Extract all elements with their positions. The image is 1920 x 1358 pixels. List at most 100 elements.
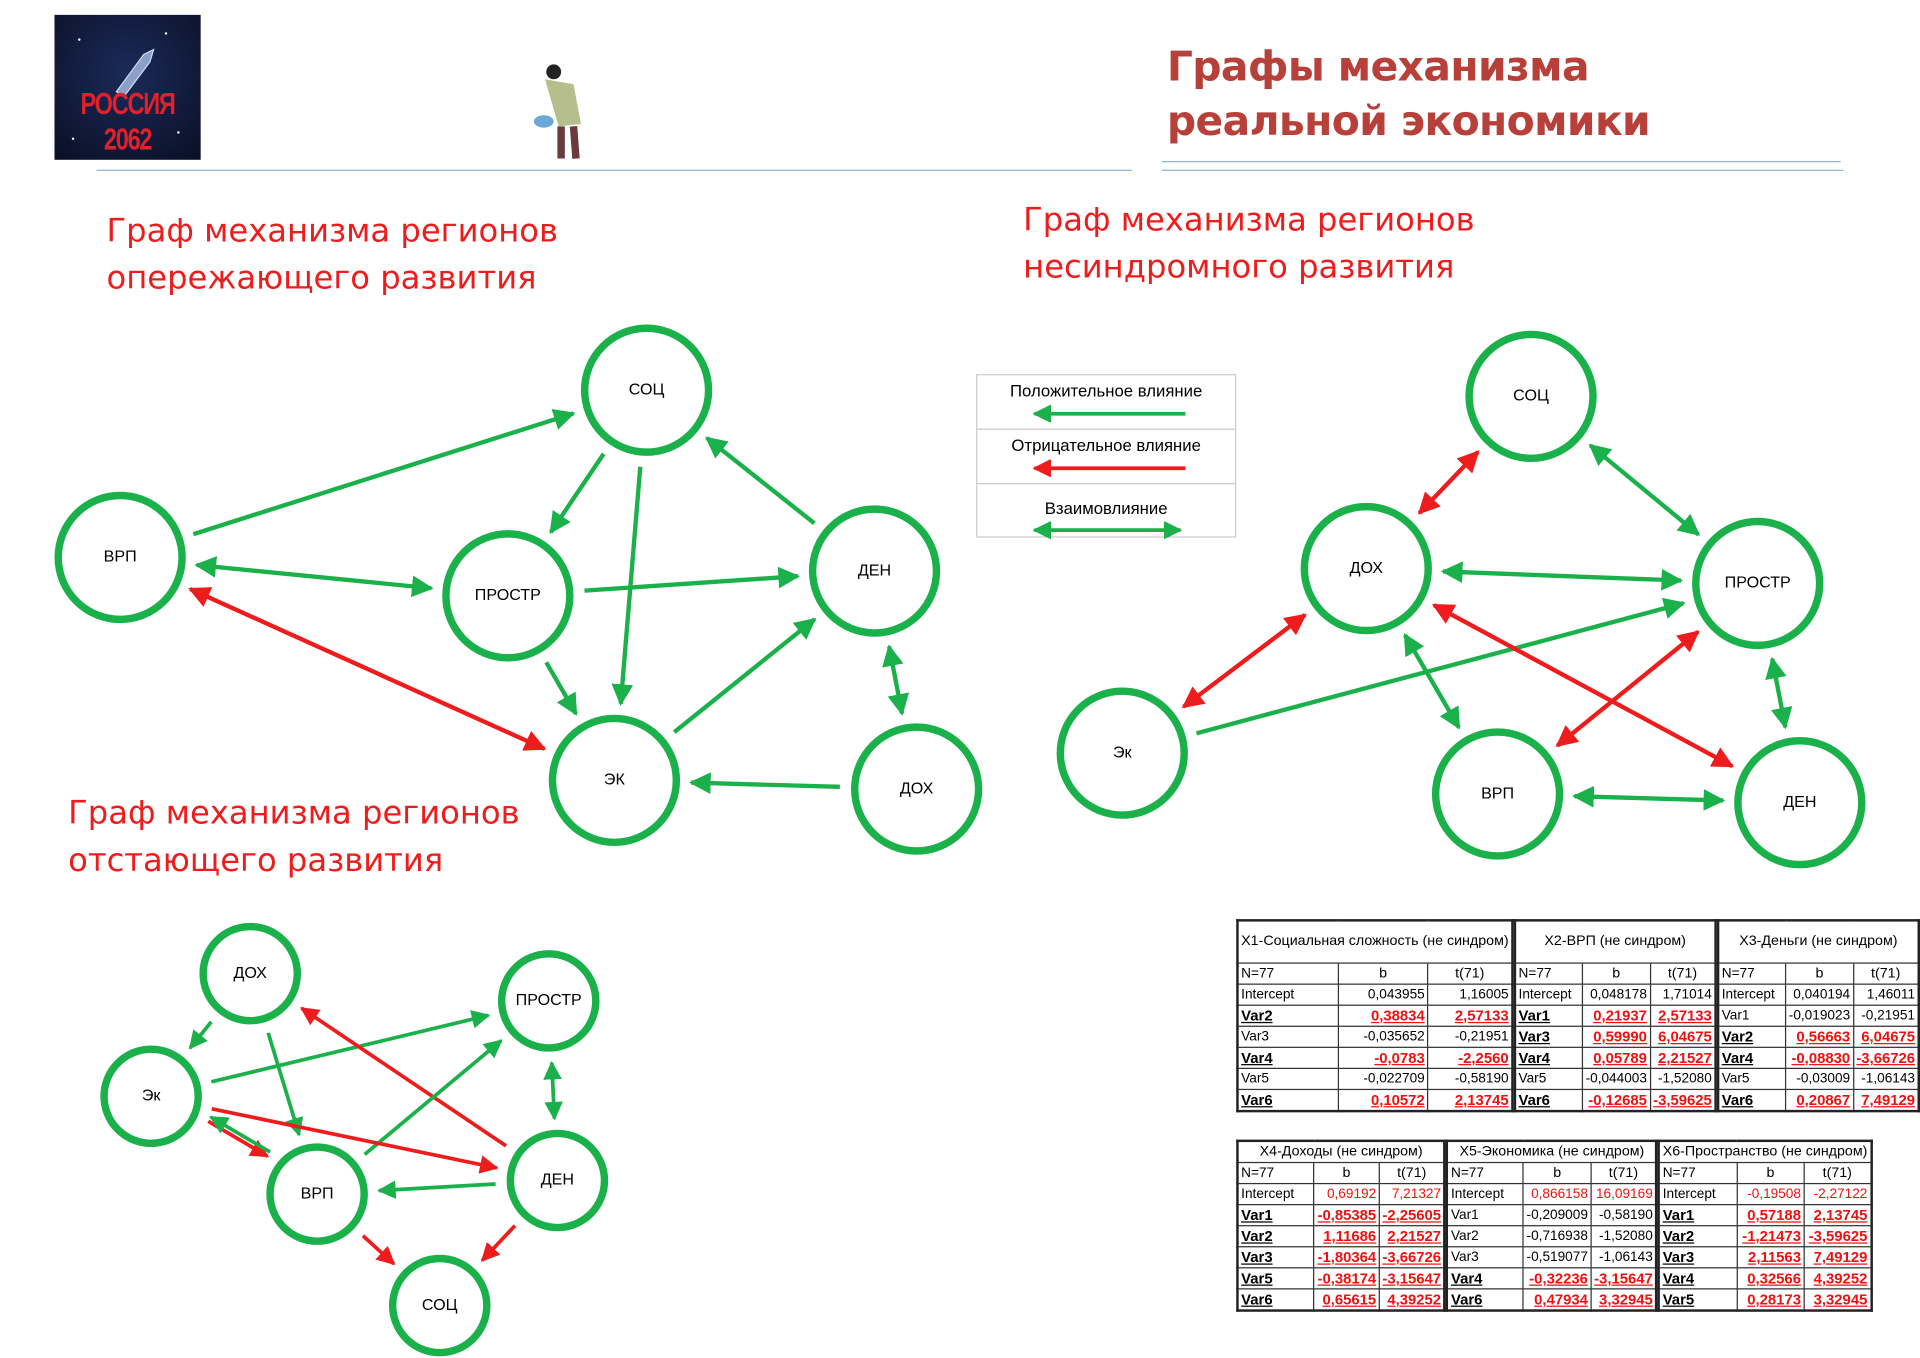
edge-ДОХ-Эк-positive <box>188 1020 213 1050</box>
rocket-icon <box>71 32 180 140</box>
divider <box>96 169 1133 171</box>
logo-russia-2062: РОССИЯ 2062 <box>54 14 201 160</box>
table-cell: -3,59625 <box>1649 1088 1717 1112</box>
graph-node-vrp: ВРП <box>54 491 186 624</box>
table-cell: N=77 <box>1236 962 1339 985</box>
arrow-left-green-icon <box>1032 405 1186 423</box>
node-label: ДЕН <box>1783 793 1816 811</box>
edge-ДЕН-ВРП-positive <box>377 1180 496 1199</box>
table-cell: -0,58190 <box>1427 1067 1513 1091</box>
edge-Эк-ПРОСТР-positive <box>210 1010 491 1084</box>
table-row: Var4-0,32236-3,15647 <box>1446 1267 1658 1290</box>
table-cell: 0,043955 <box>1337 983 1429 1006</box>
table-cell: Var5 <box>1658 1288 1738 1312</box>
table-cell: b <box>1736 1161 1805 1185</box>
table-cell: N=77 <box>1658 1161 1738 1185</box>
table-cell: Var3 <box>1514 1025 1584 1048</box>
graph-node-ek: Эк <box>100 1045 202 1148</box>
node-label: ДОХ <box>1350 559 1384 577</box>
table-cell: -0,08830 <box>1785 1046 1854 1069</box>
table-cell: 0,65615 <box>1313 1288 1380 1312</box>
table-cell: b <box>1522 1161 1592 1185</box>
node-circle <box>442 530 574 662</box>
table-cell: -2,2560 <box>1427 1046 1513 1069</box>
edge-ВРП-ПРОСТР-positive <box>363 1039 503 1156</box>
table-row: Var3-1,80364-3,66726 <box>1236 1246 1446 1269</box>
table-cell: Var4 <box>1717 1046 1787 1069</box>
table-cell: Intercept <box>1514 983 1584 1006</box>
node-label: СОЦ <box>1513 387 1549 405</box>
table-cell: Var3 <box>1236 1025 1339 1048</box>
graph-node-vrp: ВРП <box>266 1143 368 1245</box>
table-cell: Var2 <box>1236 1004 1339 1027</box>
edge-ДОХ-ЭК-positive <box>688 772 840 794</box>
table-row: Var3-0,519077-1,06143 <box>1446 1246 1658 1269</box>
table-cell: Var6 <box>1514 1088 1584 1112</box>
table-cell: t(71) <box>1852 962 1920 985</box>
node-label: Эк <box>1113 743 1133 761</box>
table-cell: -3,59625 <box>1803 1225 1872 1248</box>
legend-negative: Отрицательное влияние <box>977 430 1235 485</box>
table-cell: Var5 <box>1514 1067 1584 1091</box>
table-cell: 2,57133 <box>1649 1004 1717 1027</box>
edge-ЭК-ДЕН-positive <box>672 617 817 734</box>
graph-title-nonsyndrome: Граф механизма регионов несиндромного ра… <box>1023 201 1475 287</box>
table-cell: X4-Доходы (не синдром) <box>1236 1140 1446 1164</box>
edge-СОЦ-ЭК-positive <box>611 466 643 707</box>
table-header: X3-Деньги (не синдром) <box>1717 919 1920 964</box>
table-cell: N=77 <box>1717 962 1787 985</box>
node-circle <box>808 505 941 637</box>
graph-node-den: ДЕН <box>506 1129 609 1232</box>
logo-text: РОССИЯ 2062 <box>80 88 176 158</box>
table-cell: 2,13745 <box>1803 1204 1872 1227</box>
table-cell: t(71) <box>1427 962 1513 985</box>
table-cell: Var5 <box>1236 1067 1339 1091</box>
node-label: Эк <box>142 1086 162 1104</box>
graph-node-soc: СОЦ <box>388 1254 491 1357</box>
table-cell: -1,06143 <box>1590 1246 1658 1269</box>
edge-ВРП-Эк-positive <box>209 1115 271 1154</box>
edge-ДЕН-СОЦ-positive <box>705 436 816 526</box>
table-row: Var5-0,03009-1,06143 <box>1717 1067 1920 1091</box>
table-cell: Var1 <box>1236 1204 1315 1227</box>
table-cell: Var5 <box>1717 1067 1787 1091</box>
table-cell: 1,71014 <box>1649 983 1717 1006</box>
node-label: ВРП <box>1481 784 1514 802</box>
table-row: Var5-0,38174-3,15647 <box>1236 1267 1446 1290</box>
node-label: ЭК <box>604 771 626 789</box>
table-cell: -1,80364 <box>1313 1246 1380 1269</box>
graph-node-doh: ДОХ <box>1300 502 1432 635</box>
table-cell: 4,39252 <box>1378 1288 1446 1312</box>
table-cell: 2,57133 <box>1427 1004 1513 1027</box>
table-cell: X5-Экономика (не синдром) <box>1446 1140 1658 1164</box>
node-circle <box>199 922 302 1025</box>
table-cell: N=77 <box>1514 962 1584 985</box>
table-cell: -0,044003 <box>1581 1067 1651 1091</box>
table-cell: 0,048178 <box>1581 983 1651 1006</box>
table-header: X1-Социальная сложность (не синдром) <box>1236 919 1513 964</box>
table-cell: 2,21527 <box>1378 1225 1446 1248</box>
edge-ПРОСТР-ЭК-positive <box>544 661 578 716</box>
edge-ВРП-ЭК-negative <box>188 587 547 751</box>
table-cell: -1,52080 <box>1590 1225 1658 1248</box>
table-cell: Var4 <box>1658 1267 1738 1290</box>
node-label: ДЕН <box>858 561 891 579</box>
table-cell: 0,47934 <box>1522 1288 1592 1312</box>
edge-ВРП-ПРОСТР-positive <box>194 556 434 598</box>
arrow-both-green-icon <box>1032 521 1183 539</box>
table-cell: Var6 <box>1446 1288 1525 1312</box>
table-cell: t(71) <box>1590 1161 1658 1185</box>
node-label: ПРОСТР <box>516 991 582 1009</box>
edge-ВРП-ДЕН-positive <box>1572 785 1726 811</box>
